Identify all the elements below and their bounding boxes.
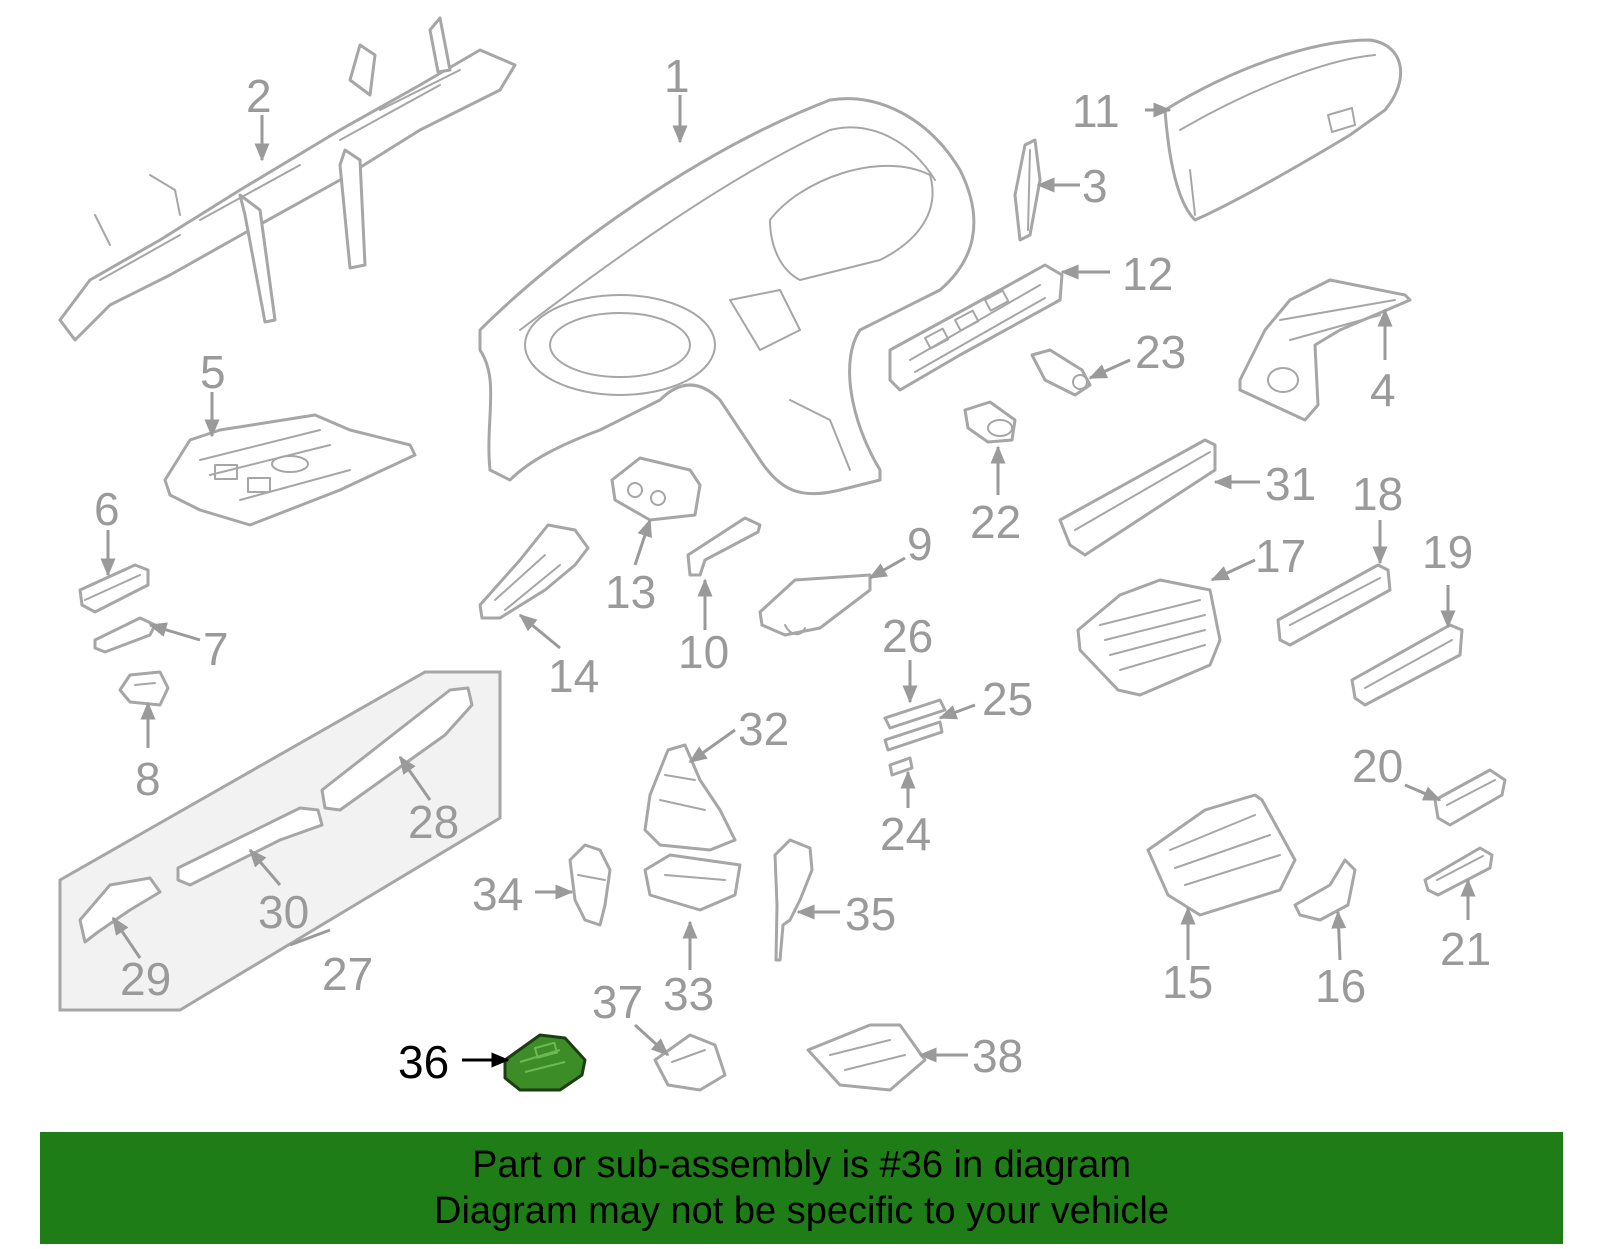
- callout-25: 25: [982, 673, 1033, 725]
- part-6-knee-pad[interactable]: [78, 563, 150, 614]
- callout-22: 22: [970, 496, 1021, 548]
- callout-numbers: 1 2 3 4 5 6 7 8 9 10 11 12 13 14 15 16 1…: [94, 50, 1491, 1088]
- callout-10: 10: [678, 626, 729, 678]
- part-17-center-vent[interactable]: [1076, 578, 1222, 697]
- banner-line-2: Diagram may not be specific to your vehi…: [434, 1190, 1169, 1232]
- callout-26: 26: [882, 610, 933, 662]
- callout-11: 11: [1072, 85, 1120, 137]
- part-34-shift-knob[interactable]: [568, 843, 612, 927]
- part-35-shift-lever[interactable]: [773, 838, 814, 962]
- part-5-lower-trim-panel[interactable]: [163, 413, 417, 527]
- callout-35: 35: [845, 888, 896, 940]
- callout-34: 34: [472, 868, 523, 920]
- callout-37: 37: [592, 976, 643, 1028]
- part-31-trim-rail[interactable]: [1058, 438, 1217, 557]
- callout-1: 1: [664, 50, 690, 102]
- part-24-clip[interactable]: [888, 756, 914, 777]
- part-28-trim-strip[interactable]: [320, 686, 474, 812]
- callout-33: 33: [663, 968, 714, 1020]
- callout-19: 19: [1422, 526, 1473, 578]
- part-10-handle[interactable]: [686, 516, 762, 577]
- callout-16: 16: [1315, 960, 1366, 1012]
- callout-3: 3: [1082, 160, 1108, 212]
- part-15-console-frame[interactable]: [1146, 793, 1297, 917]
- callout-2: 2: [246, 70, 272, 122]
- callout-23: 23: [1135, 326, 1186, 378]
- callout-28: 28: [408, 796, 459, 848]
- part-25-strip[interactable]: [883, 720, 944, 752]
- part-12-center-switch-panel[interactable]: [888, 263, 1064, 392]
- part-11-passenger-airbag-cover[interactable]: [1163, 38, 1402, 222]
- callout-24: 24: [880, 808, 931, 860]
- part-16-bracket[interactable]: [1293, 858, 1357, 922]
- leader-lines: [100, 95, 1476, 1068]
- callout-12: 12: [1122, 248, 1173, 300]
- part-36-highlighted-component[interactable]: [503, 1033, 587, 1092]
- callout-7: 7: [203, 623, 229, 675]
- callout-36: 36: [398, 1036, 449, 1088]
- callout-21: 21: [1440, 923, 1491, 975]
- callout-31: 31: [1265, 458, 1316, 510]
- part-19-vent-grille[interactable]: [1350, 623, 1464, 707]
- parts-diagram: 1 2 3 4 5 6 7 8 9 10 11 12 13 14 15 16 1…: [58, 16, 1507, 1092]
- banner-line-1: Part or sub-assembly is #36 in diagram: [472, 1144, 1131, 1186]
- part-21-vent[interactable]: [1423, 846, 1494, 897]
- part-20-vent[interactable]: [1433, 768, 1507, 827]
- part-37-insert[interactable]: [653, 1033, 727, 1092]
- part-29-trim-strip[interactable]: [78, 876, 162, 944]
- callout-29: 29: [120, 953, 171, 1005]
- callout-4: 4: [1370, 364, 1396, 416]
- part-2-crossmember[interactable]: [58, 16, 517, 342]
- info-banner: Part or sub-assembly is #36 in diagram D…: [40, 1132, 1563, 1244]
- part-14-center-bracket[interactable]: [478, 523, 590, 620]
- part-9-cover[interactable]: [758, 573, 872, 637]
- callout-17: 17: [1255, 530, 1306, 582]
- callout-18: 18: [1352, 468, 1403, 520]
- part-23-switch[interactable]: [1030, 348, 1092, 397]
- part-18-vent-grille[interactable]: [1276, 563, 1392, 647]
- part-33-boot-frame[interactable]: [643, 853, 742, 912]
- part-38-tray[interactable]: [806, 1023, 927, 1092]
- part-22-socket[interactable]: [963, 400, 1017, 444]
- part-8-bracket[interactable]: [118, 670, 170, 707]
- callout-14: 14: [548, 650, 599, 702]
- callout-32: 32: [738, 703, 789, 755]
- callout-15: 15: [1162, 956, 1213, 1008]
- part-7-clip[interactable]: [93, 616, 157, 654]
- callout-6: 6: [94, 483, 120, 535]
- callout-27: 27: [322, 948, 373, 1000]
- callout-13: 13: [605, 566, 656, 618]
- part-30-trim-strip[interactable]: [176, 806, 324, 887]
- callout-5: 5: [200, 346, 226, 398]
- part-3-trim-strip[interactable]: [1013, 138, 1042, 242]
- callout-8: 8: [135, 753, 161, 805]
- part-13-switch-block[interactable]: [610, 456, 702, 522]
- callout-30: 30: [258, 886, 309, 938]
- part-4-glove-box[interactable]: [1238, 278, 1412, 422]
- part-1-dashboard[interactable]: [478, 97, 976, 496]
- callout-9: 9: [907, 518, 933, 570]
- callout-20: 20: [1352, 740, 1403, 792]
- callout-38: 38: [972, 1030, 1023, 1082]
